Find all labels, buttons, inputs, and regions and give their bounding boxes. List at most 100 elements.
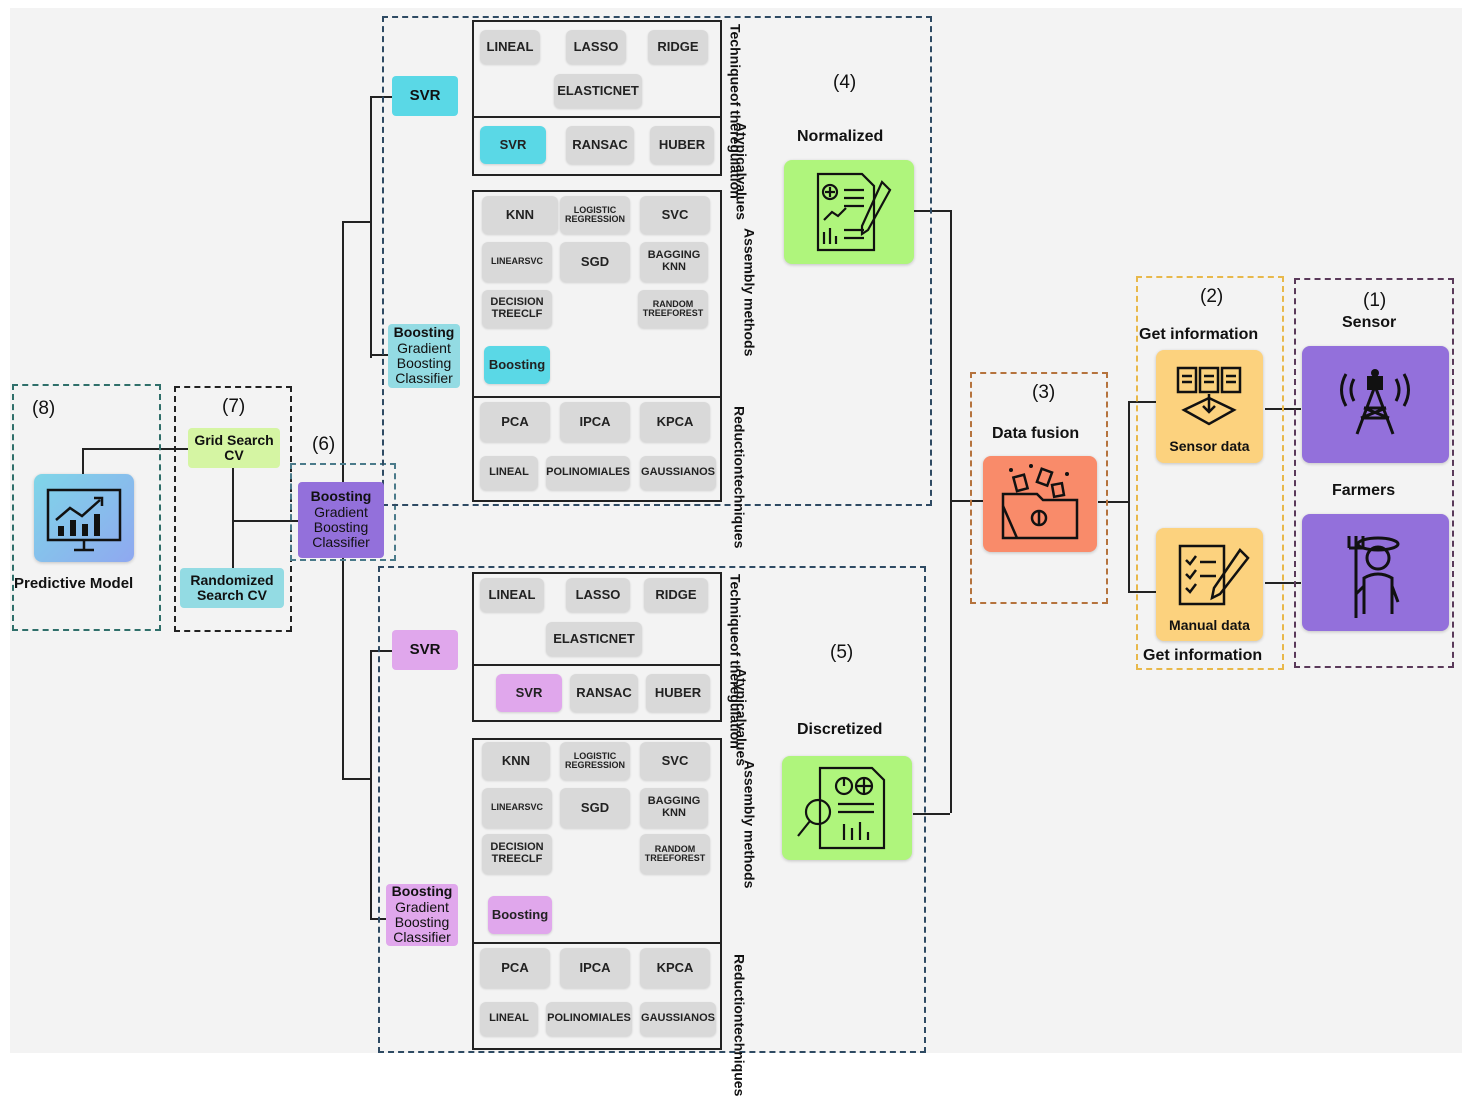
discretized-regulation-box [472,572,722,722]
model-line: Gradient [314,503,368,520]
connector [370,650,392,652]
method-chip: DECISION TREECLF [482,834,552,874]
discretized-svr-branch: SVR [392,630,458,670]
connector [1128,401,1156,403]
atypical-section-label: Atypicalvalues [733,668,750,766]
method-chip: LASSO [566,578,630,612]
method-chip: POLINOMIALES [546,456,630,490]
group-collection [1136,276,1284,670]
connector [342,778,370,780]
sensor-label: Sensor [1342,314,1397,331]
connector [1098,501,1128,503]
branch-line: Boosting [396,355,452,371]
method-chip: RANDOM TREEFOREST [638,290,708,328]
method-chip: LINEAL [480,456,538,490]
connector [232,468,234,568]
assembly-section-label: Assembly methods [741,227,758,357]
branch-line: Gradient [395,898,449,915]
label-line: Technique [727,24,744,93]
normalized-assembly-box [472,190,722,502]
section-divider [472,664,722,666]
section-divider [472,116,722,118]
normalized-card [784,160,914,264]
connector [232,520,298,522]
connector [1128,401,1130,591]
step-number-5: (5) [830,642,854,663]
method-chip: LINEAL [480,1002,538,1036]
method-chip: BAGGING KNN [640,242,708,282]
group-selected-model [290,463,396,561]
method-chip: LOGISTIC REGRESSION [560,742,630,780]
group-normalized [382,16,932,506]
manual-data-label: Manual data [1169,617,1250,633]
method-chip: IPCA [560,948,630,988]
regulation-section-label: Techniqueof theregulation [727,574,744,749]
sensor-card [1302,346,1449,463]
label-line: values [733,176,750,221]
tuning-line: Search CV [196,587,268,603]
section-divider [472,396,722,398]
normalized-boosting-branch: Boosting Gradient Boosting Classifier [388,324,460,388]
method-chip-highlight: Boosting [488,896,552,934]
step-number-1: (1) [1363,290,1387,311]
step-number-2: (2) [1200,286,1224,307]
method-chip: PCA [480,948,550,988]
method-chip: GAUSSIANOS [640,1002,716,1036]
farmers-card [1302,514,1449,631]
normalized-svr-branch: SVR [392,76,458,116]
method-chip: BAGGING KNN [640,788,708,828]
branch-line: Classifier [393,929,451,946]
normalized-title: Normalized [797,128,884,145]
method-chip: IPCA [560,402,630,442]
reduction-section-label: Reductiontechniques [732,406,748,548]
branch-line: Boosting [391,883,453,900]
method-chip: HUBER [650,126,714,164]
step-number-4: (4) [833,72,857,93]
model-line: Classifier [312,534,370,551]
connector [950,210,952,813]
connector [82,448,190,450]
method-chip-highlight: Boosting [484,346,550,384]
document-pen-icon [1178,544,1250,606]
method-chip: SVC [640,196,710,234]
assembly-section-label: Assembly methods [741,759,758,889]
step-number-7: (7) [222,396,246,417]
method-chip: LASSO [566,30,626,64]
discretized-assembly-box [472,738,722,1050]
branch-line: Gradient [397,339,451,356]
method-chip: RANDOM TREEFOREST [640,834,710,874]
method-chip: POLINOMIALES [546,1002,632,1036]
randomized-search-box: Randomized Search CV [180,568,284,608]
regulation-section-label: Techniqueof theregulation [727,24,744,199]
sensor-data-label: Sensor data [1169,438,1250,454]
sensor-data-card: Sensor data [1156,350,1263,463]
label-line: Technique [727,574,744,643]
method-chip: KPCA [640,948,710,988]
label-line: Reduction [731,954,748,1023]
reduction-section-label: Reductiontechniques [731,954,748,1096]
label-line: regulation [727,681,744,749]
group-fusion [970,372,1108,604]
label-line: of the [727,642,744,682]
method-chip: RANSAC [566,126,634,164]
discretized-card [782,756,912,860]
connector [370,650,372,920]
method-chip: ELASTICNET [554,74,642,108]
method-chip: PCA [480,402,550,442]
connector [370,354,388,356]
method-chip-highlight: SVR [480,126,546,164]
farmer-icon [1347,536,1400,618]
database-icon [1176,366,1242,426]
method-chip-highlight: SVR [496,674,562,712]
predictive-model-label: Predictive Model [14,575,134,592]
group-discretized [378,566,926,1053]
label-line: techniques [731,474,748,549]
connector [913,813,950,815]
method-chip: LINEARSVC [482,788,552,828]
label-line: Atypical [733,668,750,723]
method-chip: KPCA [640,402,710,442]
connector [82,448,84,476]
discretized-analysis-icon [797,766,886,850]
method-chip: KNN [482,742,550,780]
discretized-title: Discretized [797,721,883,738]
